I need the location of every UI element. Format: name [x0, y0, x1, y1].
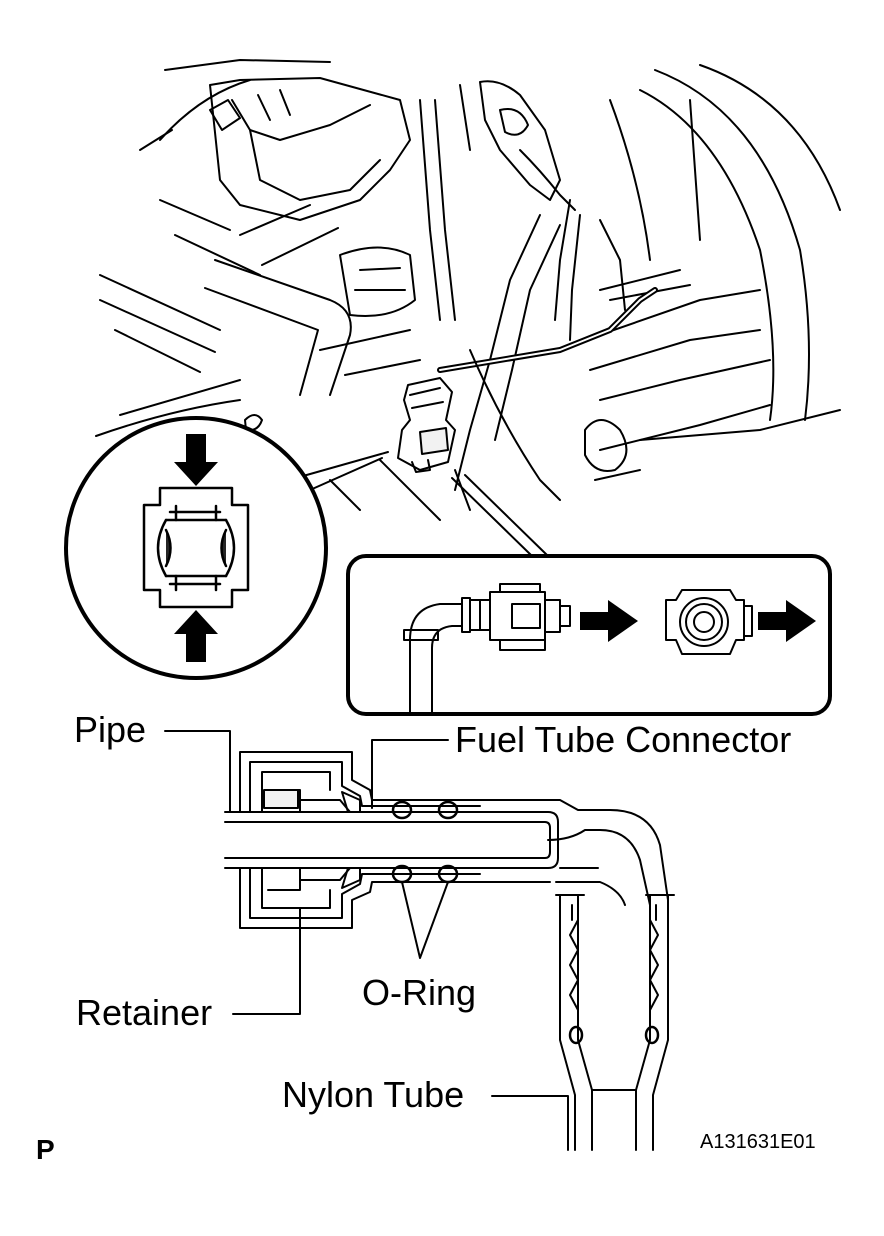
o-ring-icon: [391, 800, 459, 884]
engine-bay-background: [95, 59, 841, 521]
connector-side-view: [403, 583, 571, 713]
connector-end-view: [665, 589, 753, 655]
connector-cross-section: [224, 751, 675, 1151]
pull-arrow-icon: [580, 600, 638, 642]
pipe-label: Pipe: [74, 709, 147, 750]
pipe-leader: [164, 730, 231, 813]
squeeze-arrow-up-icon: [174, 610, 218, 662]
retainer-label: Retainer: [76, 992, 213, 1033]
leader-lines: [164, 730, 569, 1151]
figure-code: A131631E01: [700, 1131, 816, 1153]
o-ring-label: O-Ring: [362, 972, 477, 1013]
nylon-tube-label: Nylon Tube: [282, 1074, 465, 1115]
disconnect-detail-callout: [346, 474, 832, 716]
retainer-leader: [232, 907, 301, 1015]
pull-arrow-icon: [758, 600, 816, 642]
retainer-detail-callout: [64, 416, 389, 680]
retainer-front-view: [142, 486, 250, 609]
o-ring-leader: [401, 881, 449, 959]
fuel-tube-connector-label: Fuel Tube Connector: [455, 719, 792, 760]
fuel-tube-connector-leader: [371, 739, 449, 809]
squeeze-arrow-down-icon: [174, 434, 218, 486]
page-mark: P: [36, 1134, 55, 1165]
nylon-tube-leader: [491, 1095, 569, 1151]
